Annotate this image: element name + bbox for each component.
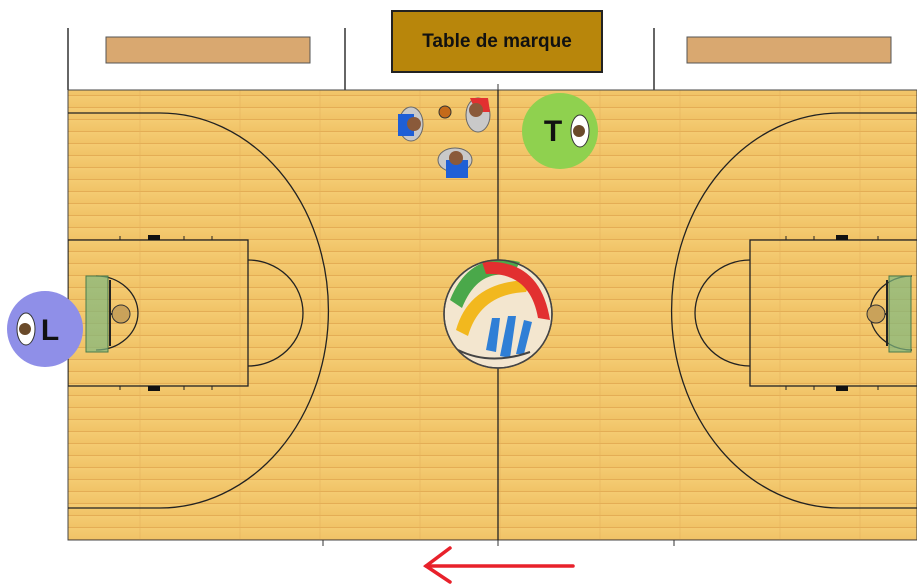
game-ball-icon xyxy=(438,105,452,119)
referee-trail-icon xyxy=(570,114,590,148)
official-lead-letter: L xyxy=(41,314,59,347)
direction-arrow-left-icon xyxy=(422,546,575,584)
bench-area xyxy=(67,28,892,90)
free-throw-circle-right xyxy=(694,259,751,367)
bench-right xyxy=(686,36,892,64)
basket-right xyxy=(866,275,912,353)
player-blue-left-icon xyxy=(398,106,424,142)
score-table: Table de marque xyxy=(391,10,603,73)
referee-lead-icon xyxy=(16,312,36,346)
jump-ball-players xyxy=(398,97,491,178)
score-table-label: Table de marque xyxy=(422,30,572,52)
three-point-arc-left xyxy=(68,112,330,509)
center-logo-icon xyxy=(443,259,553,369)
player-blue-bottom-icon xyxy=(437,147,473,178)
official-lead-badge xyxy=(7,291,83,367)
player-red-icon xyxy=(465,97,491,133)
restricted-arc-left xyxy=(95,275,139,351)
free-throw-circle-left xyxy=(247,259,304,367)
official-trail-badge xyxy=(522,93,598,169)
official-trail: T xyxy=(522,93,598,169)
basket-left xyxy=(85,275,131,353)
lane-marks xyxy=(119,235,879,391)
sideline-ticks xyxy=(322,540,675,546)
bench-left xyxy=(105,36,311,64)
official-trail-letter: T xyxy=(544,115,562,148)
official-lead: L xyxy=(7,291,83,367)
three-point-arc-right xyxy=(670,112,917,509)
